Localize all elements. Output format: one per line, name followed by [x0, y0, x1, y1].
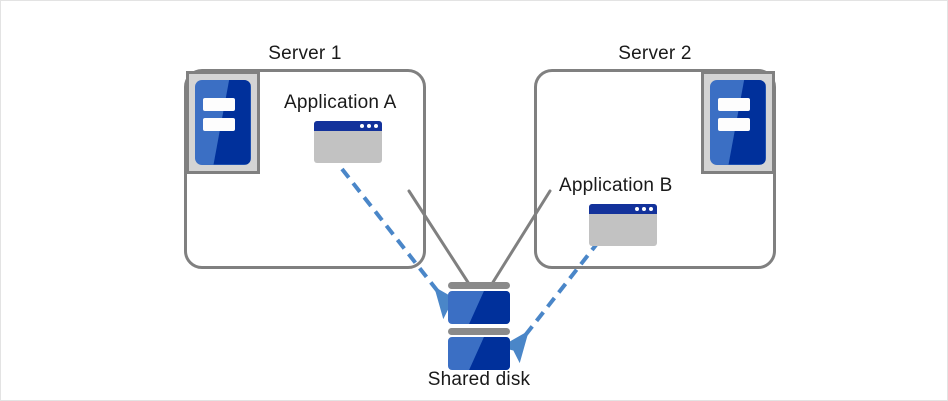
server-unit-icon-body [709, 79, 766, 165]
window-dot [642, 207, 646, 211]
server-unit-icon-body [194, 79, 251, 165]
window-dot [360, 124, 364, 128]
server-unit-icon [700, 70, 775, 174]
disk-cap [448, 328, 510, 335]
disk-unit-bottom [448, 328, 510, 370]
application-a-label: Application A [284, 92, 397, 113]
application-window-titlebar [589, 204, 657, 214]
server-unit-icon-bar-top [203, 98, 235, 111]
server-unit-icon-bar-top [718, 98, 750, 111]
connector-server1-disk [407, 189, 473, 289]
window-dot [374, 124, 378, 128]
disk-unit-top [448, 282, 510, 324]
window-dot [367, 124, 371, 128]
disk-cap [448, 282, 510, 289]
application-window-icon[interactable] [314, 121, 382, 163]
server-unit-icon-bar-bottom [718, 117, 750, 131]
server-2-title: Server 2 [618, 43, 692, 64]
application-window-icon[interactable] [589, 204, 657, 246]
connector-server2-disk [488, 189, 552, 289]
server-unit-icon [185, 70, 260, 174]
disk-body-shade [469, 291, 510, 324]
server-1-box[interactable]: Application A [184, 69, 426, 269]
arrow-application-a-to-disk [340, 167, 464, 320]
server-2-box[interactable]: Application B [534, 69, 776, 269]
window-dot [649, 207, 653, 211]
server-1-title: Server 1 [268, 43, 342, 64]
disk-body [448, 291, 510, 324]
disk-body-shade [469, 337, 510, 370]
shared-disk-icon[interactable] [448, 282, 510, 370]
disk-body [448, 337, 510, 370]
window-dot [635, 207, 639, 211]
application-window-titlebar [314, 121, 382, 131]
server-unit-icon-bar-bottom [203, 117, 235, 131]
application-b-label: Application B [559, 175, 673, 196]
shared-disk-label: Shared disk [427, 369, 531, 390]
